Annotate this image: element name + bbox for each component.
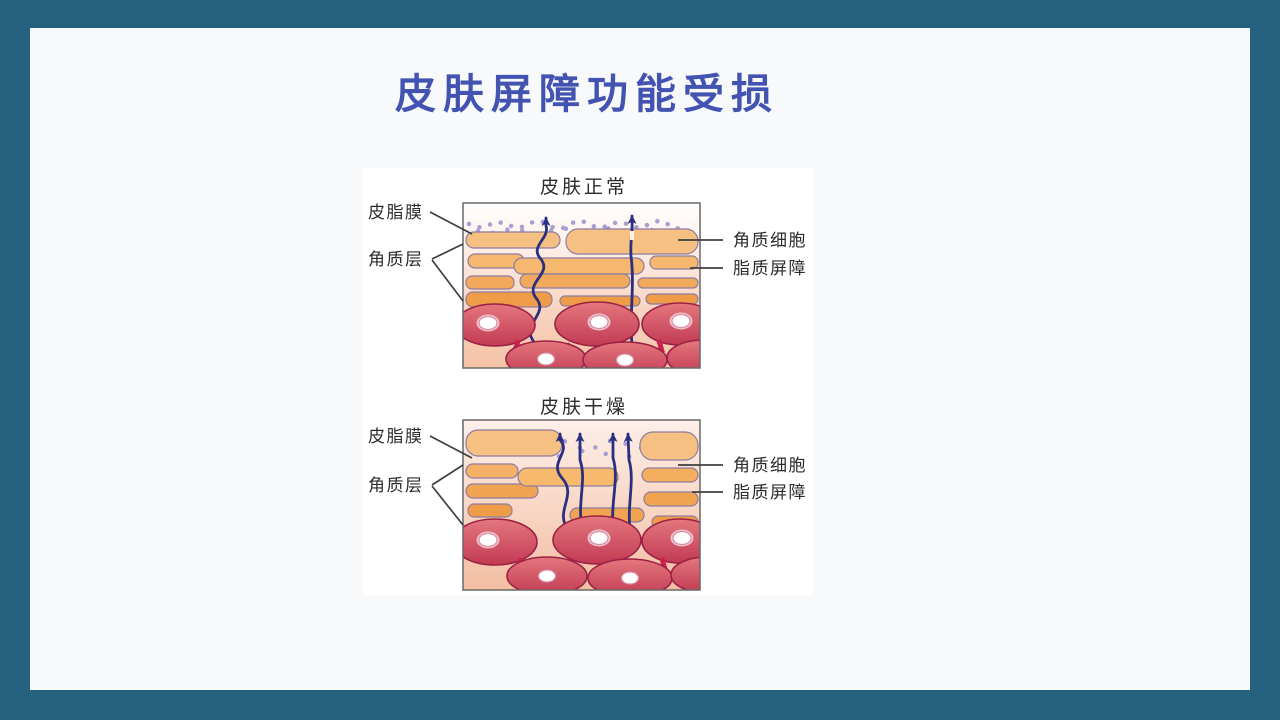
cell-nucleus [620, 571, 640, 585]
skin-box-dry-content [463, 420, 700, 590]
cell-nucleus [615, 353, 635, 367]
slide-title: 皮肤屏障功能受损 [395, 71, 779, 117]
cell-bridge [656, 339, 665, 354]
cell-nucleus [589, 530, 609, 546]
skin-cells [463, 515, 700, 590]
leader-stratum-corneum-upper [431, 243, 464, 260]
skin-barrier-figure: 皮肤正常 [362, 168, 814, 595]
cell-nucleus [671, 313, 691, 329]
label-stratum-corneum: 角质层 [368, 250, 424, 269]
cell-nucleus [537, 569, 557, 583]
leader-stratum-corneum-upper [431, 464, 464, 486]
corneocyte-blobs [465, 228, 699, 308]
skin-cell [670, 556, 700, 590]
leader-sebum-film [429, 211, 473, 235]
label-lipid-barrier: 脂质屏障 [733, 259, 807, 278]
skin-diagram-svg: 皮肤正常 [368, 176, 807, 591]
cell-nucleus [478, 315, 498, 331]
leader-lines-normal [429, 211, 723, 302]
label-lipid-barrier: 脂质屏障 [733, 483, 807, 502]
leader-sebum-film [429, 435, 473, 459]
skin-box-outline [462, 202, 701, 369]
panel-skin-normal: 皮肤正常 [368, 176, 807, 369]
skin-box-outline [462, 419, 701, 591]
panel-title-dry: 皮肤干燥 [540, 396, 628, 418]
leader-lines-dry [429, 435, 723, 526]
water-loss-arrow-wavy [528, 216, 551, 344]
label-sebum-film: 皮脂膜 [368, 427, 424, 446]
cell-nucleus [672, 530, 692, 546]
label-corneocyte: 角质细胞 [733, 456, 807, 475]
leader-stratum-corneum-lower [431, 485, 464, 526]
slide-canvas: 皮肤屏障功能受损 [30, 28, 1250, 690]
water-loss-arrow [623, 432, 633, 532]
cell-nucleus [536, 352, 556, 366]
cell-nucleus [589, 314, 609, 330]
skin-cell [666, 339, 700, 368]
skin-cells [463, 301, 700, 368]
cell-nucleus [478, 532, 498, 548]
leader-stratum-corneum-lower [431, 259, 464, 302]
label-corneocyte: 角质细胞 [733, 231, 807, 250]
panel-title-normal: 皮肤正常 [540, 176, 628, 198]
label-sebum-film: 皮脂膜 [368, 203, 424, 222]
panel-skin-dry: 皮肤干燥 [368, 396, 807, 591]
skin-box-normal-content [463, 203, 700, 368]
water-loss-arrow-wavy [555, 432, 570, 532]
skin-cell [463, 518, 538, 566]
label-stratum-corneum: 角质层 [368, 476, 424, 495]
